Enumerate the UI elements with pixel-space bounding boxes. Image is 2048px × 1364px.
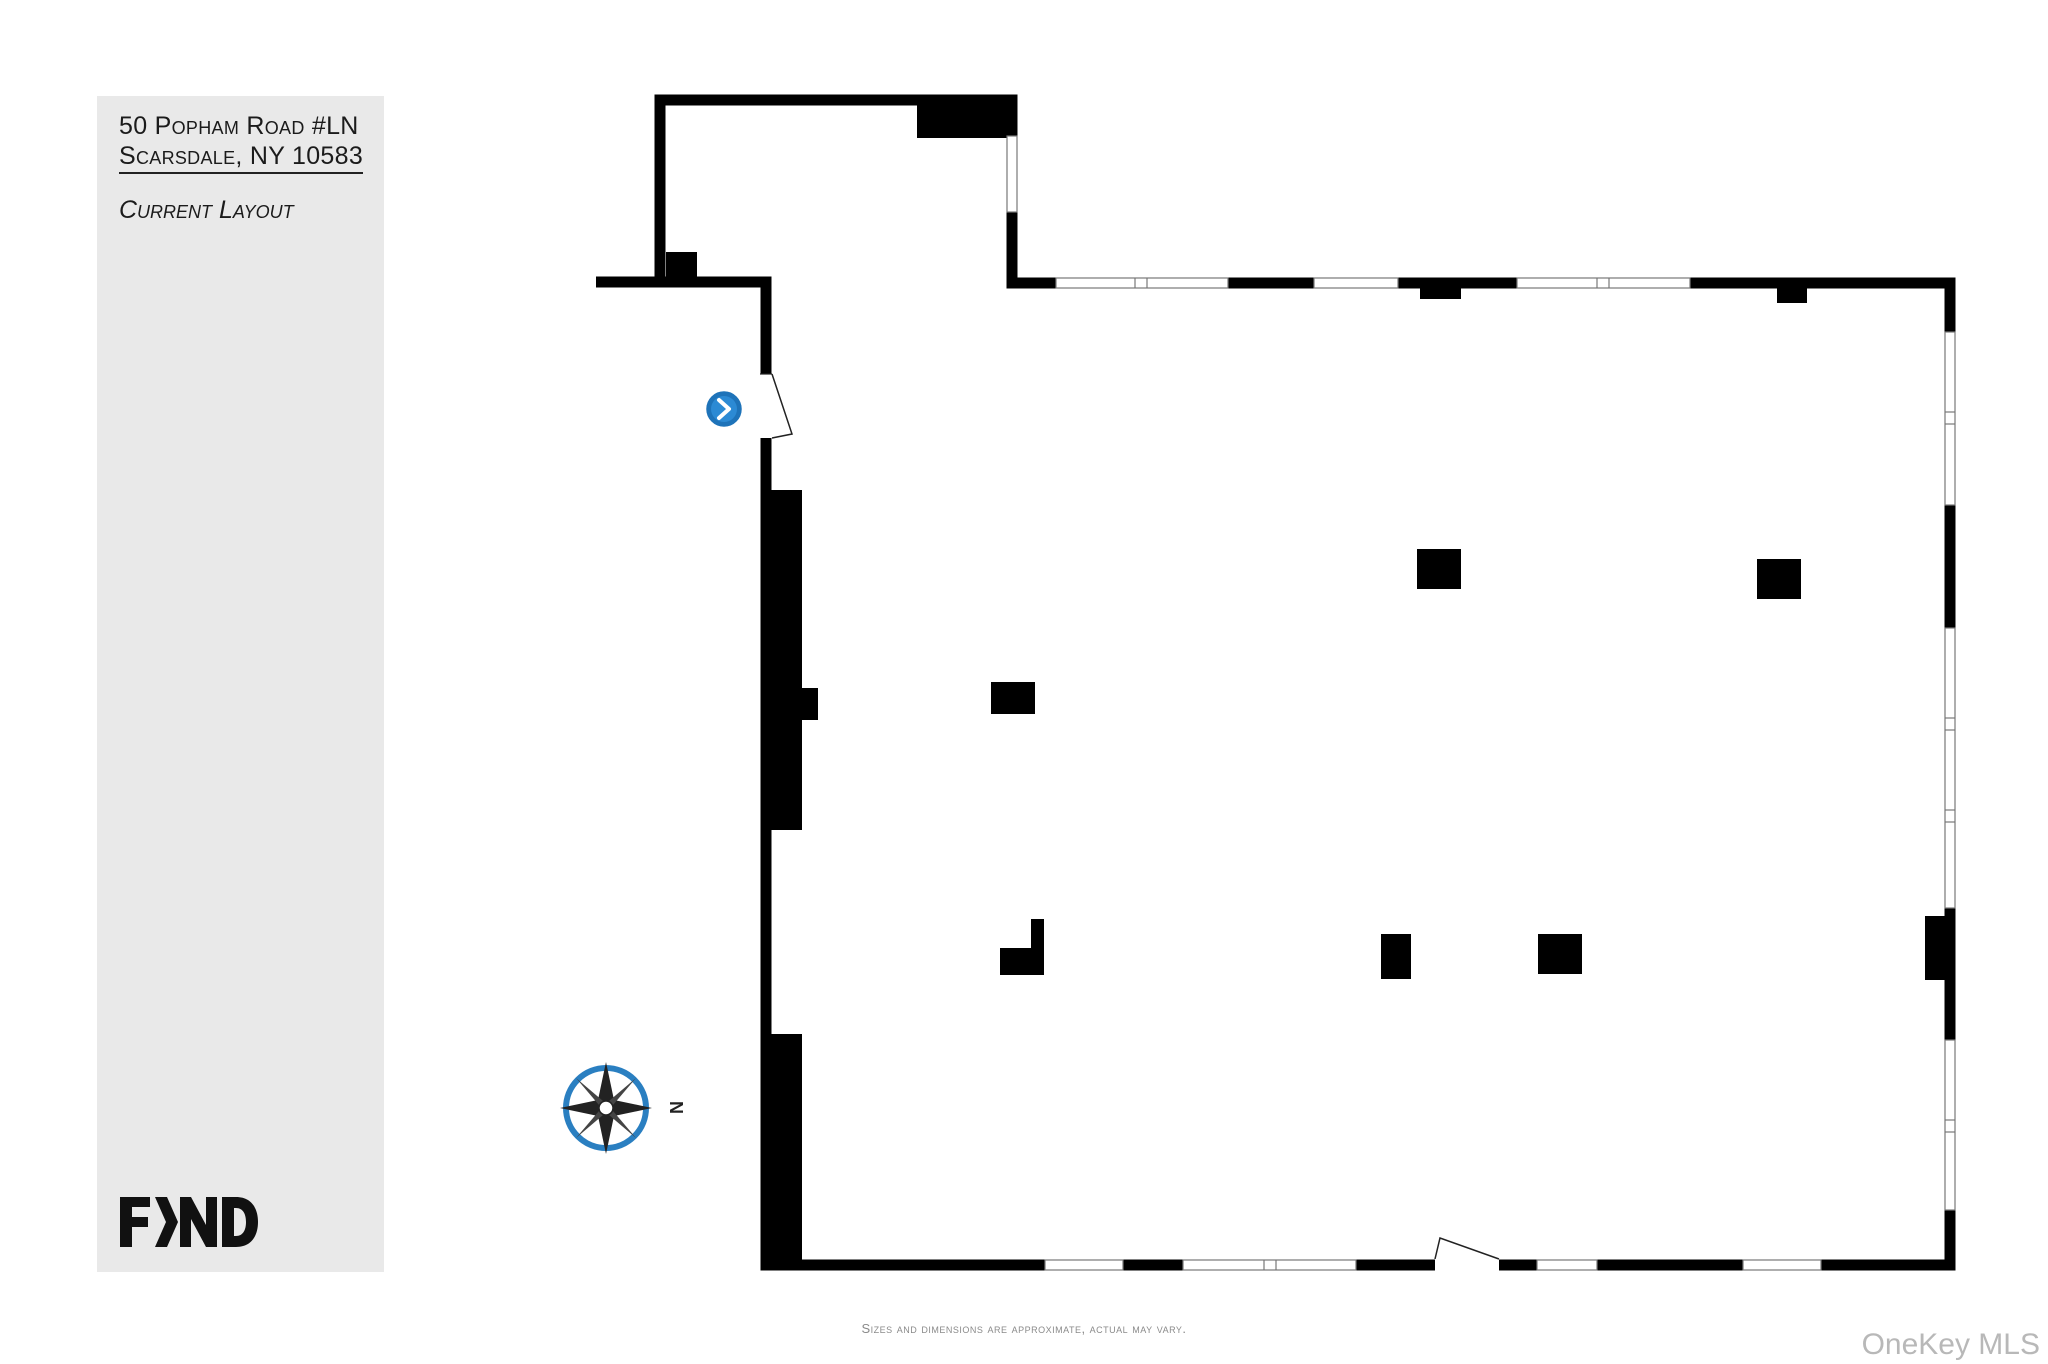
doors — [760, 373, 1500, 1271]
find-logo — [120, 1197, 258, 1247]
disclaimer-text: Sizes and dimensions are approximate, ac… — [861, 1321, 1187, 1336]
columns — [991, 549, 1801, 979]
compass-north-label: N — [666, 1101, 686, 1114]
info-panel: 50 Popham Road #LN Scarsdale, NY 10583 C… — [97, 96, 384, 1272]
layout-label: Current Layout — [119, 196, 294, 224]
compass-rose-icon: N — [560, 1062, 686, 1154]
exterior-walls — [596, 94, 1956, 1271]
windows — [1006, 135, 1956, 1271]
address-line-1: 50 Popham Road #LN — [119, 112, 359, 140]
watermark: OneKey MLS — [1861, 1328, 2040, 1361]
address-line-2: Scarsdale, NY 10583 — [119, 142, 364, 174]
entry-marker-icon[interactable] — [703, 388, 745, 430]
